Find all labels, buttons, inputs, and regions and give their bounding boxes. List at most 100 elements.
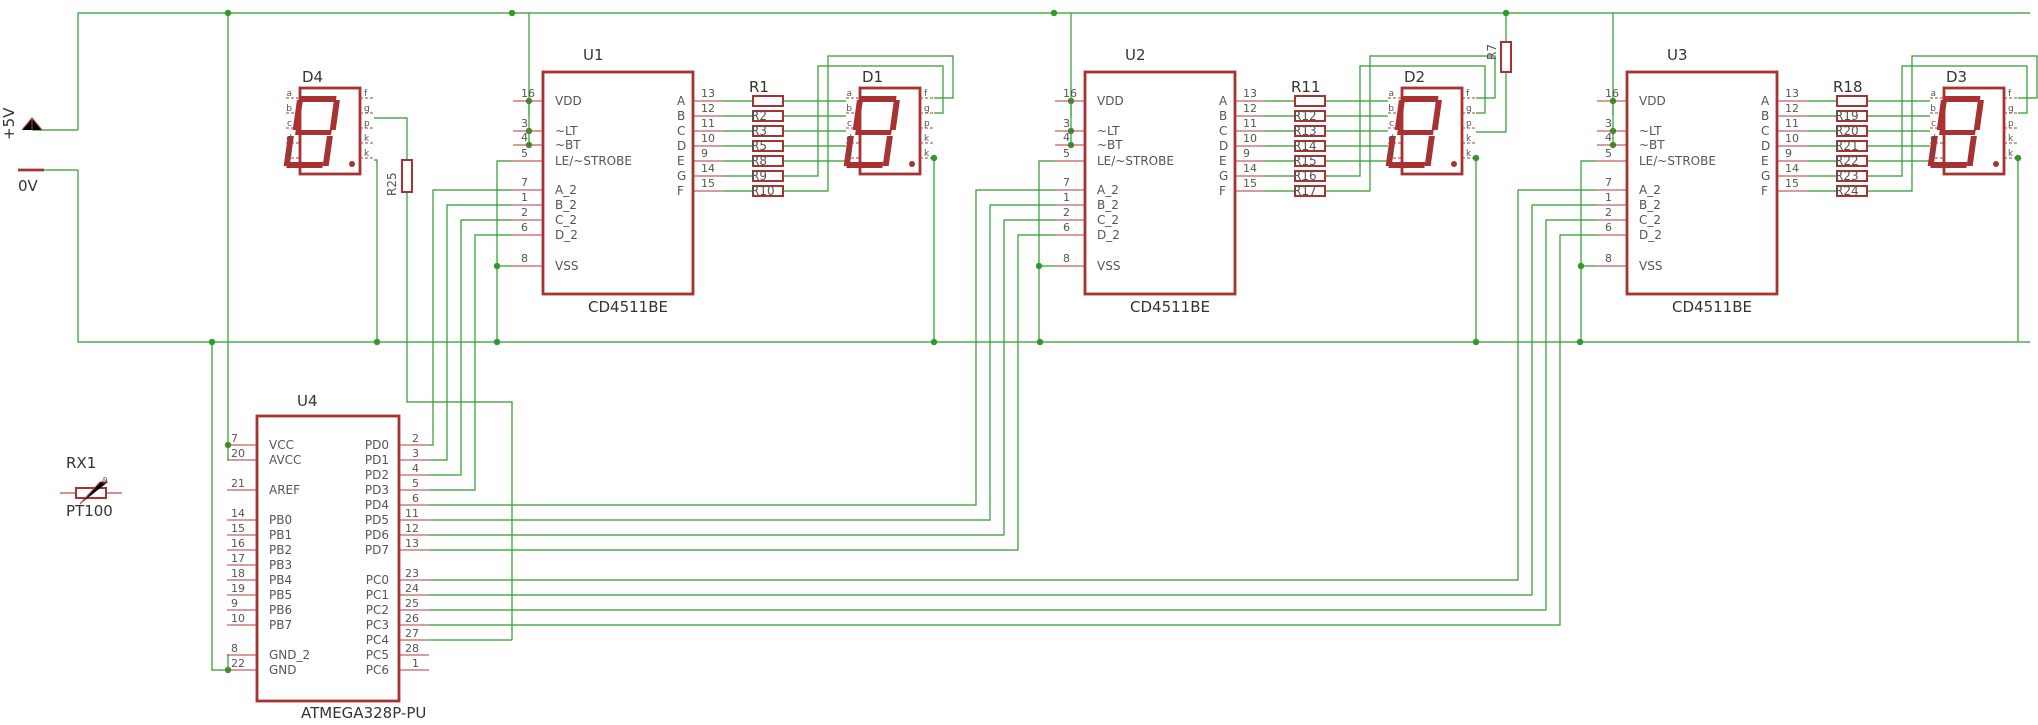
resistor-r2 xyxy=(752,110,784,122)
pin-label: B_2 xyxy=(555,198,577,212)
pin-label: ~BT xyxy=(1097,138,1123,152)
pin-label: PC1 xyxy=(366,588,389,602)
pin-label: AVCC xyxy=(269,453,301,467)
display-pin-label: b xyxy=(846,104,852,114)
display-pin-label: a xyxy=(286,89,292,99)
display-segment xyxy=(1966,136,1977,166)
pin-number: 27 xyxy=(405,627,419,640)
pin-number: 13 xyxy=(1785,87,1799,100)
wire xyxy=(77,170,2030,343)
display-pin-label: f xyxy=(1466,89,1470,99)
pin-number: 14 xyxy=(1243,162,1257,175)
pin-label: C xyxy=(1219,124,1227,138)
display-pin-label: p xyxy=(1466,119,1472,129)
pin-label: ~BT xyxy=(555,138,581,152)
display-ref: D1 xyxy=(862,68,883,86)
pin-number: 11 xyxy=(1243,117,1257,130)
resistor-ref: R16 xyxy=(1293,169,1317,183)
resistor-ref: R9 xyxy=(751,169,767,183)
pin-number: 12 xyxy=(701,102,715,115)
pin-label: VSS xyxy=(1097,259,1120,273)
pin-label: VCC xyxy=(269,438,294,452)
wire xyxy=(429,189,1597,581)
pin-label: C xyxy=(677,124,685,138)
pin-number: 11 xyxy=(405,507,419,520)
resistor-r25 xyxy=(401,159,413,193)
display-pin-label: d xyxy=(1930,134,1936,144)
pin-label: PB7 xyxy=(269,618,292,632)
display-ref: D3 xyxy=(1946,68,1967,86)
display-segment xyxy=(295,130,332,135)
pin-number: 10 xyxy=(1785,132,1799,145)
pin-label: C_2 xyxy=(1639,213,1661,227)
pin-label: B xyxy=(1219,109,1227,123)
wire xyxy=(1867,65,2028,177)
resistor-r24 xyxy=(1836,185,1868,197)
pin-number: 14 xyxy=(1785,162,1799,175)
pin-label: D xyxy=(677,139,686,153)
pin-number: 28 xyxy=(405,642,419,655)
pin-label: G xyxy=(1761,169,1770,183)
display-pin-label: p xyxy=(364,119,370,129)
pin-number: 14 xyxy=(231,507,245,520)
resistor-ref: R2 xyxy=(751,109,767,123)
resistor-r22 xyxy=(1836,155,1868,167)
resistor-ref: R25 xyxy=(385,172,399,196)
pin-number: 16 xyxy=(521,87,535,100)
resistor-ref: R19 xyxy=(1835,109,1859,123)
wire xyxy=(1867,55,2038,192)
sensor-value: PT100 xyxy=(66,502,113,520)
display-segment xyxy=(889,100,900,130)
display-segment xyxy=(1930,162,1968,168)
display-pin-label: e xyxy=(1388,149,1394,159)
display-dp xyxy=(349,161,355,167)
display-pin-label: d xyxy=(286,134,292,144)
wire xyxy=(783,65,944,177)
decoder-u3 xyxy=(1625,70,1779,296)
pin-label: B_2 xyxy=(1097,198,1119,212)
pin-number: 1 xyxy=(412,657,419,670)
pin-number: 8 xyxy=(521,252,528,265)
pin-number: 24 xyxy=(405,582,419,595)
pin-label: B_2 xyxy=(1639,198,1661,212)
pin-label: C_2 xyxy=(555,213,577,227)
display-pin-label: f xyxy=(2008,89,2012,99)
wire xyxy=(211,342,227,671)
pin-number: 3 xyxy=(412,447,419,460)
pin-number: 14 xyxy=(701,162,715,175)
display-segment xyxy=(852,100,863,130)
mcu-u4 xyxy=(255,414,401,703)
display-pin-label: k xyxy=(1466,149,1472,159)
pin-number: 13 xyxy=(405,537,419,550)
decoder-ref: U1 xyxy=(583,46,604,64)
resistor-ref: R24 xyxy=(1835,184,1859,198)
parts-layer xyxy=(18,41,2018,703)
pin-label: F xyxy=(1219,184,1226,198)
resistor-r23 xyxy=(1836,170,1868,182)
pin-label: PD6 xyxy=(365,528,389,542)
display-segment xyxy=(322,136,333,166)
pin-number: 15 xyxy=(1785,177,1799,190)
wire xyxy=(429,189,1055,506)
display-pin-label: c xyxy=(847,119,852,129)
display-pin-label: p xyxy=(924,119,930,129)
pin-label: C_2 xyxy=(1097,213,1119,227)
pin-number: 5 xyxy=(1605,147,1612,160)
wire xyxy=(374,117,408,160)
pin-number: 20 xyxy=(231,447,245,460)
pin-number: 15 xyxy=(701,177,715,190)
display-segment xyxy=(1431,100,1442,130)
display-pin-label: a xyxy=(846,89,852,99)
resistor-ref: R3 xyxy=(751,124,767,138)
pin-label: PC3 xyxy=(366,618,389,632)
pin-number: 21 xyxy=(231,477,245,490)
wires-layer xyxy=(31,9,2038,674)
pin-number: 7 xyxy=(521,176,528,189)
pin-label: PC4 xyxy=(366,633,389,647)
pin-number: 9 xyxy=(1785,147,1792,160)
pin-label: PD7 xyxy=(365,543,389,557)
resistor-ref: R23 xyxy=(1835,169,1859,183)
pin-number: 23 xyxy=(405,567,419,580)
pin-label: ~LT xyxy=(555,124,578,138)
decoder-u2 xyxy=(1083,70,1237,296)
